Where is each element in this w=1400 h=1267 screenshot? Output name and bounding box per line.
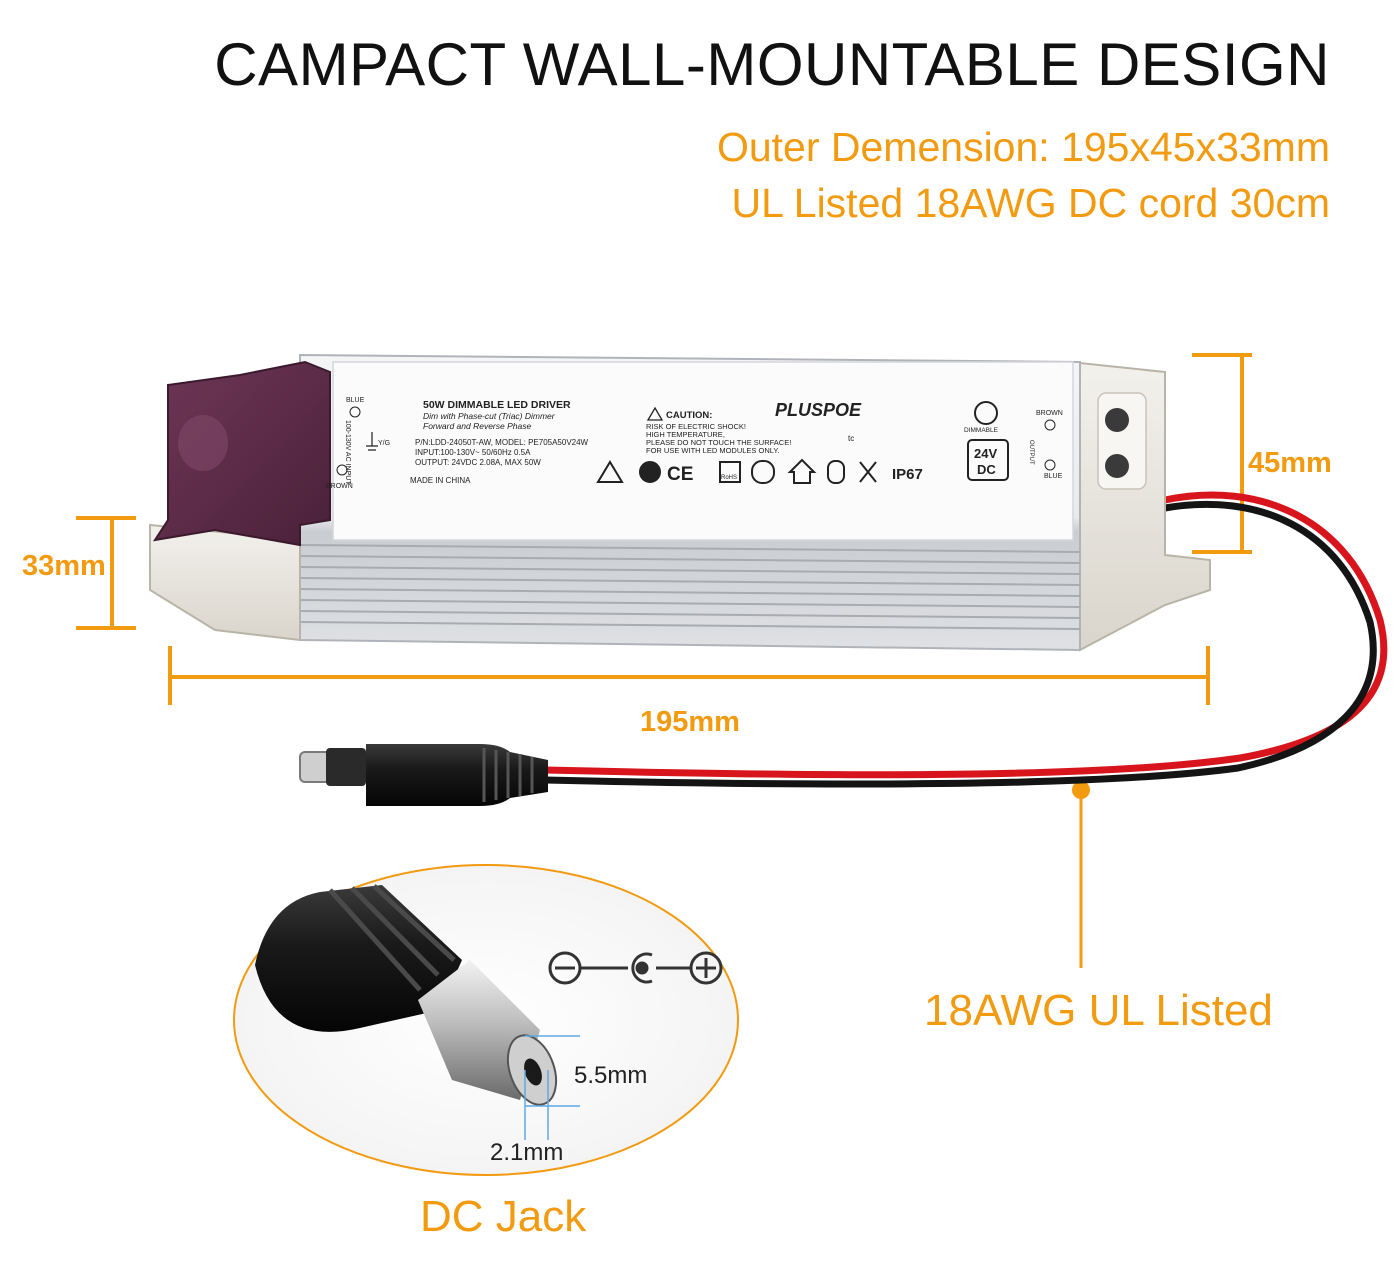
voltage-badge-top: 24V xyxy=(974,446,997,461)
inner-diameter-label: 2.1mm xyxy=(490,1139,564,1166)
length-dimension-label: 195mm xyxy=(640,706,740,738)
voltage-badge-bottom: DC xyxy=(977,462,996,477)
fuse-icon xyxy=(827,460,845,484)
indoor-use-icon xyxy=(787,458,817,484)
driver-label: 50W DIMMABLE LED DRIVER Dim with Phase-c… xyxy=(326,397,1063,490)
outer-diameter-label: 5.5mm xyxy=(574,1062,648,1089)
triangle-mark-icon xyxy=(596,460,624,483)
polarity-symbol xyxy=(548,951,723,985)
tc-mark: tc xyxy=(848,434,854,443)
driver-housing xyxy=(299,353,1081,652)
width-dimension-marker xyxy=(1192,353,1252,554)
dimmable-icon xyxy=(974,401,998,425)
input-brown: BROWN xyxy=(326,483,353,490)
right-end-cap xyxy=(1068,360,1211,652)
width-dimension-label: 45mm xyxy=(1248,447,1332,479)
output-blue: BLUE xyxy=(1044,473,1063,480)
dc-jack-zoom xyxy=(233,864,739,1176)
ac-input-text: 100-130V AC INPUT xyxy=(344,420,351,485)
warning-icon xyxy=(646,406,664,421)
jack-measure-lines xyxy=(524,1035,580,1140)
height-dimension-label: 33mm xyxy=(22,550,106,582)
input-yg: Y/G xyxy=(378,440,390,447)
voltage-badge xyxy=(967,439,1009,481)
subtitle-cord: UL Listed 18AWG DC cord 30cm xyxy=(731,180,1330,226)
c-mark-icon xyxy=(639,461,661,483)
label-input: INPUT:100-130V~ 50/60Hz 0.5A xyxy=(415,448,531,457)
dc-cable xyxy=(541,491,1388,788)
label-title: 50W DIMMABLE LED DRIVER xyxy=(423,399,571,411)
label-line2: Forward and Reverse Phase xyxy=(423,421,531,431)
certification-icons: CE RoHS xyxy=(596,458,877,485)
dc-jack-label: DC Jack xyxy=(420,1192,587,1241)
label-made-in: MADE IN CHINA xyxy=(410,476,471,485)
caution-line3: PLEASE DO NOT TOUCH THE SURFACE! xyxy=(646,438,791,447)
label-output: OUTPUT: 24VDC 2.08A, MAX 50W xyxy=(415,458,541,467)
ce-mark-icon: CE xyxy=(667,464,693,485)
output-plus-icon xyxy=(1044,419,1056,431)
label-pn: P/N:LDD-24050T-AW, MODEL: PE705A50V24W xyxy=(415,438,589,447)
output-text: OUTPUT xyxy=(1028,440,1034,465)
output-brown: BROWN xyxy=(1036,410,1063,417)
input-blue: BLUE xyxy=(346,397,365,404)
class-mark-icon xyxy=(751,460,775,484)
subtitle-dimension: Outer Demension: 195x45x33mm xyxy=(716,124,1330,170)
ip-rating: IP67 xyxy=(892,466,923,483)
caution-line4: FOR USE WITH LED MODULES ONLY. xyxy=(646,446,780,455)
dimmable-text: DIMMABLE xyxy=(964,427,999,434)
height-dimension-marker xyxy=(76,516,136,630)
live-icon xyxy=(336,464,348,476)
length-dimension-marker xyxy=(168,646,1210,705)
dc-plug xyxy=(299,744,548,806)
weee-bin-icon xyxy=(859,461,877,483)
caution-line2: HIGH TEMPERATURE, xyxy=(646,430,725,439)
caution-line1: RISK OF ELECTRIC SHOCK! xyxy=(646,422,746,431)
rohs-mark-icon xyxy=(719,461,741,483)
plus-icon xyxy=(689,951,723,985)
ground-icon xyxy=(366,432,378,451)
left-end-cap xyxy=(149,360,331,642)
caution-title: CAUTION: xyxy=(666,410,712,421)
cable-label: 18AWG UL Listed xyxy=(924,986,1273,1035)
output-minus-icon xyxy=(1044,459,1056,471)
label-line1: Dim with Phase-cut (Triac) Dimmer xyxy=(423,411,556,421)
brand-logo: PLUSPOE xyxy=(775,400,862,420)
rohs-text: RoHS xyxy=(721,475,737,481)
headline: CAMPACT WALL-MOUNTABLE DESIGN xyxy=(214,31,1330,98)
center-pin-icon xyxy=(631,952,653,984)
neutral-icon xyxy=(349,406,361,418)
cable-callout xyxy=(1072,781,1090,968)
